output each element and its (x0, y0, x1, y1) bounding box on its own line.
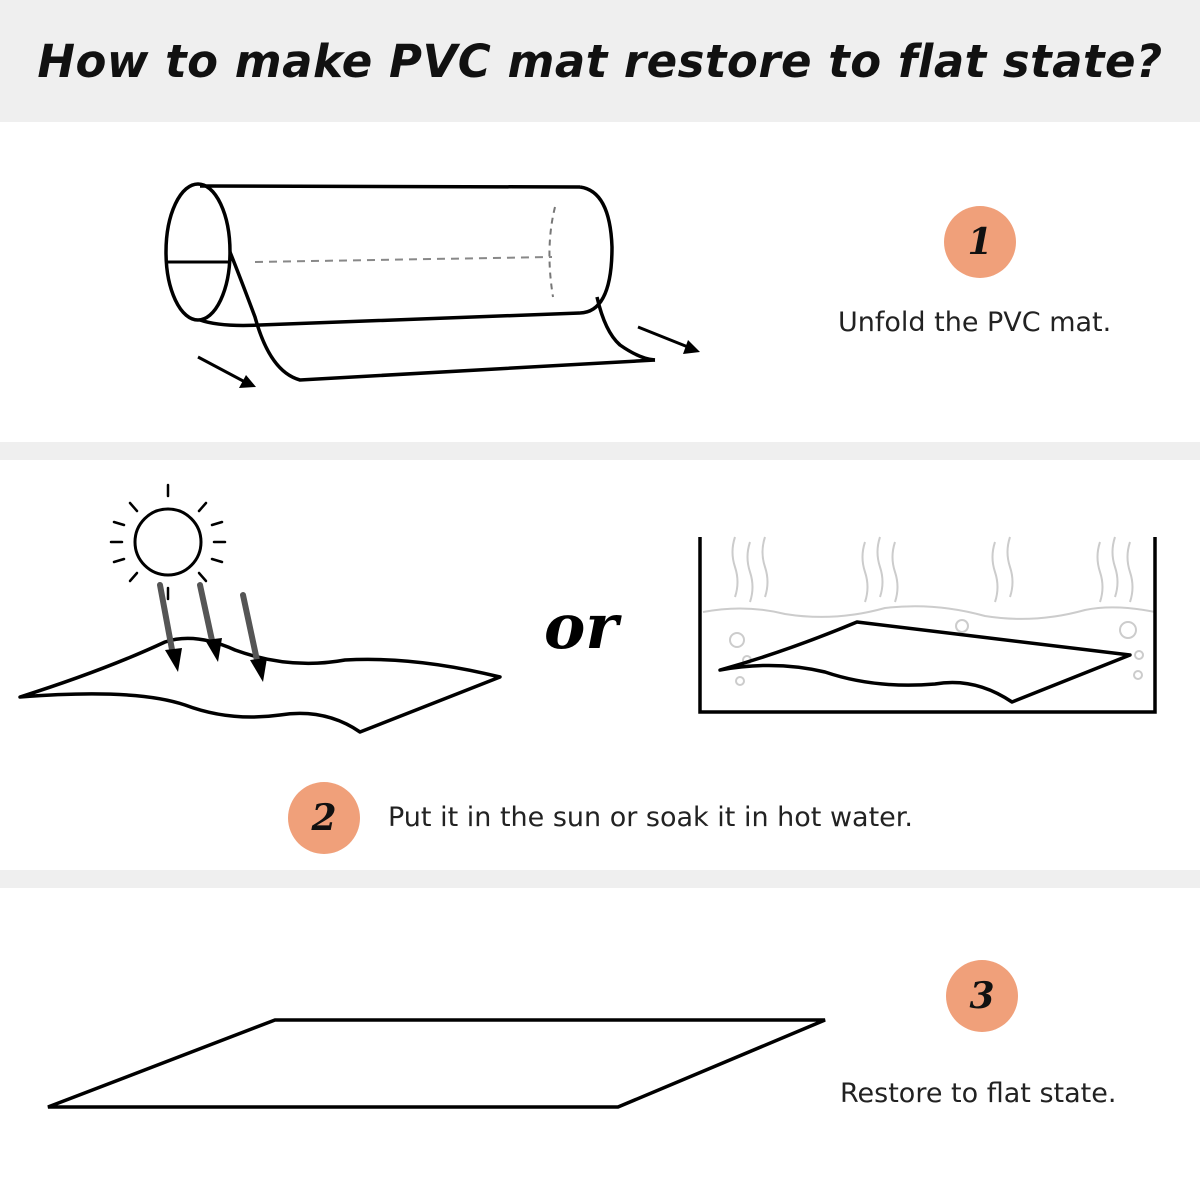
step-3-number: 3 (969, 975, 994, 1017)
page-title: How to make PVC mat restore to flat stat… (37, 35, 1162, 88)
section-divider (0, 870, 1200, 888)
step-2-caption: Put it in the sun or soak it in hot wate… (388, 802, 913, 833)
section-divider (0, 442, 1200, 460)
step-1-number: 1 (967, 221, 992, 263)
or-connector: or (544, 590, 618, 663)
sun-icon (135, 509, 201, 575)
step-3-badge: 3 (946, 960, 1018, 1032)
title-banner: How to make PVC mat restore to flat stat… (0, 0, 1200, 122)
step-1-section: 1 Unfold the PVC mat. (0, 122, 1200, 442)
step-1-caption: Unfold the PVC mat. (838, 307, 1111, 338)
step-3-section: 3 Restore to flat state. (0, 888, 1200, 1200)
hot-water-illustration (695, 532, 1165, 717)
step-2-section: or 2 Put it in the sun or soa (0, 460, 1200, 870)
step-1-badge: 1 (944, 206, 1016, 278)
sun-mat-illustration (15, 570, 515, 740)
step-2-badge: 2 (288, 782, 360, 854)
step-2-number: 2 (311, 797, 336, 839)
rolled-mat-illustration (160, 177, 720, 417)
step-3-caption: Restore to flat state. (840, 1078, 1116, 1109)
flat-mat-illustration (40, 1013, 840, 1123)
